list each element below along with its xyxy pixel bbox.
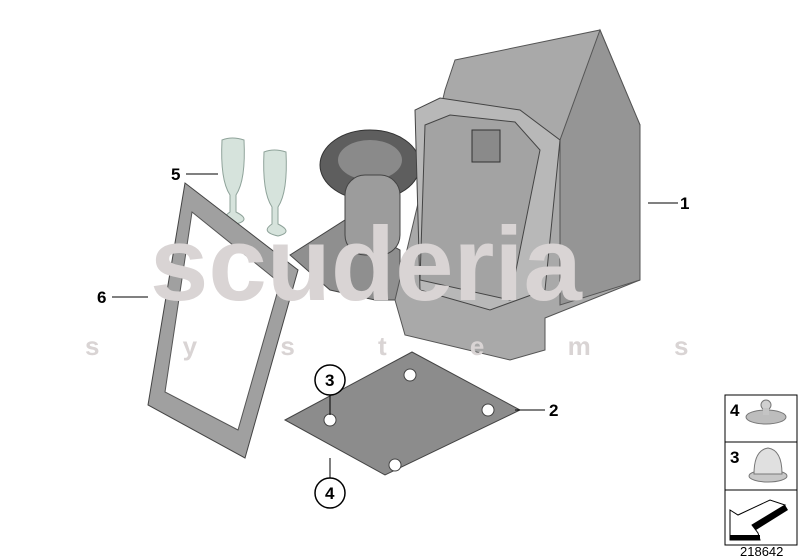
svg-text:6: 6: [97, 288, 106, 307]
direction-arrow-icon: [729, 499, 788, 541]
callout-2: 2: [515, 401, 558, 420]
callout-4: 4: [314, 458, 346, 509]
legend-label-4: 4: [730, 401, 740, 420]
svg-text:3: 3: [325, 371, 334, 390]
nut-icon: [748, 447, 788, 483]
callout-3: 3: [314, 364, 346, 415]
callout-1: 1: [648, 194, 689, 213]
svg-text:5: 5: [171, 165, 180, 184]
legend-box: 4 3: [724, 394, 798, 546]
frame-part: [147, 182, 299, 459]
legend-label-3: 3: [730, 448, 739, 467]
watermark-line2: s y s t e m s: [85, 331, 726, 361]
svg-text:1: 1: [680, 194, 689, 213]
cooler-box-part: [394, 28, 641, 361]
svg-text:2: 2: [549, 401, 558, 420]
callout-5: 5: [171, 165, 218, 184]
compressor-assembly: [289, 129, 421, 301]
svg-text:4: 4: [325, 484, 335, 503]
glasses-part: [221, 137, 287, 237]
diagram-number: 218642: [740, 544, 783, 559]
stud-icon: [745, 399, 787, 425]
callout-6: 6: [97, 288, 148, 307]
watermark-line1: scuderia: [150, 206, 583, 323]
